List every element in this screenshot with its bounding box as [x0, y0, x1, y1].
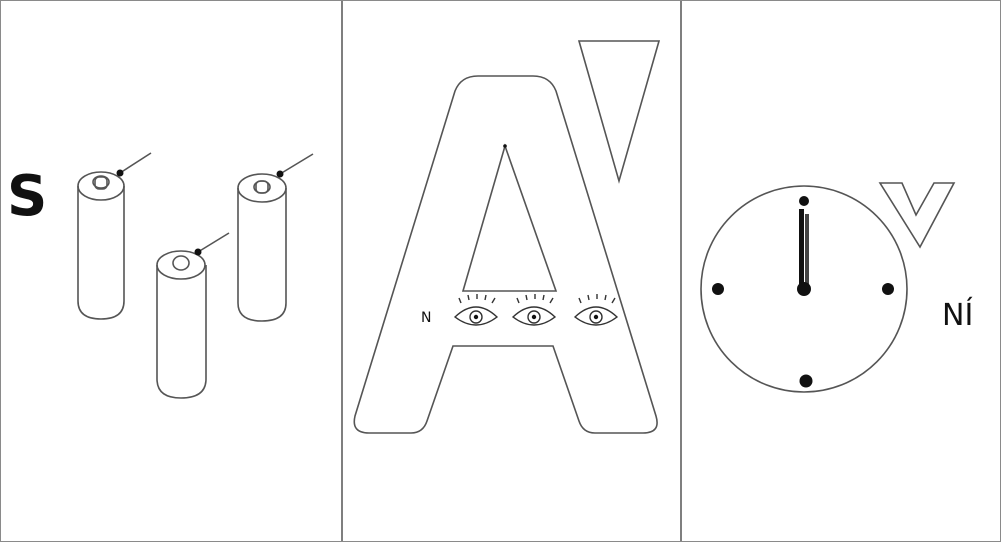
battery-icon [157, 233, 229, 398]
clock-illustration [682, 1, 1001, 541]
clock-icon [701, 186, 907, 392]
batteries-illustration [1, 1, 339, 541]
panel-3: NÍ [680, 1, 1001, 541]
panel-2-label: N [421, 311, 431, 325]
accent-mark-icon [880, 183, 954, 247]
accent-mark-icon [579, 41, 659, 181]
panel-3-label: NÍ [942, 301, 973, 331]
letter-a-icon [354, 76, 657, 433]
letter-a-illustration [343, 1, 680, 541]
panel-1: S [1, 1, 339, 541]
battery-icon [238, 154, 313, 321]
eye-icon [455, 294, 497, 325]
panel-2: N [341, 1, 680, 541]
eye-icon [575, 294, 617, 325]
eye-icon [513, 294, 555, 325]
battery-icon [78, 153, 151, 319]
